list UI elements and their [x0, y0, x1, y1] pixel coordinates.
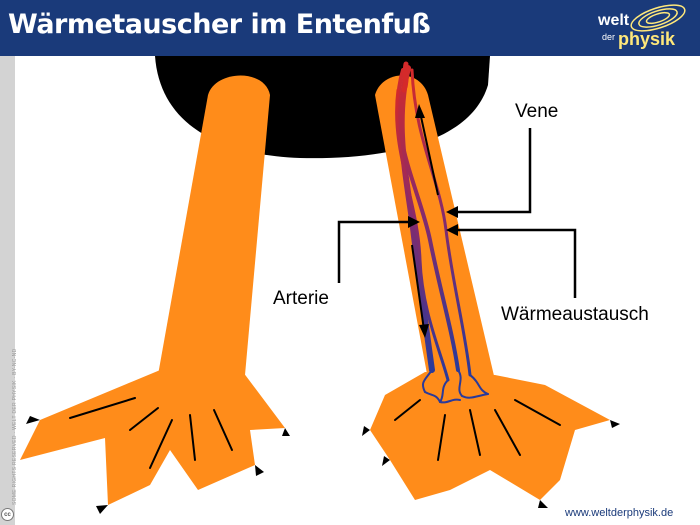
flow-arrow-up-head [415, 104, 425, 118]
copyright-notice: SOME RIGHTS RESERVED · WELT DER PHYSIK ·… [12, 348, 18, 505]
pointer-lines [337, 128, 577, 298]
right-foot [370, 372, 610, 500]
right-foot-webbing [394, 399, 561, 461]
logo-text-physik: physik [618, 29, 676, 49]
logo-swoosh-icon [630, 4, 686, 32]
left-claw-1 [26, 416, 40, 424]
logo-text-der: der [602, 32, 616, 42]
slide-title: Wärmetauscher im Entenfuß [8, 9, 431, 40]
arrowhead-exchange [446, 224, 458, 236]
arrowhead-arterie [408, 216, 420, 228]
pointer-exchange [456, 228, 577, 298]
license-sidebar [0, 56, 15, 525]
left-leg [158, 75, 270, 375]
left-claw-2 [96, 505, 108, 514]
pointer-vene [456, 128, 532, 214]
creative-commons-icon: cc [1, 508, 14, 521]
website-url[interactable]: www.weltderphysik.de [565, 507, 674, 519]
title-bar: Wärmetauscher im Entenfuß welt der physi… [0, 0, 700, 56]
left-foot [20, 368, 285, 505]
left-claw-4 [282, 428, 290, 436]
flow-arrow-down-head [419, 324, 429, 338]
right-claw-1 [362, 426, 370, 436]
label-vene: Vene [515, 101, 559, 122]
label-waermeaustausch: Wärmeaustausch [501, 304, 649, 325]
capillary-network [422, 369, 489, 404]
vessel-4 [395, 88, 450, 382]
vessel-2 [395, 68, 460, 372]
pointer-arterie [337, 220, 412, 283]
logo-text-welt: welt [598, 12, 630, 29]
label-arterie: Arterie [273, 288, 329, 309]
weltderphysik-logo: welt der physik [586, 2, 698, 54]
pointer-arrowheads [408, 206, 458, 236]
vessel-5 [401, 61, 409, 93]
right-claw-2 [382, 456, 390, 466]
left-foot-webbing [69, 397, 233, 469]
left-claw-3 [255, 465, 264, 476]
arrowhead-vene [446, 206, 458, 218]
right-claw-3 [538, 500, 548, 508]
flow-arrows [411, 104, 439, 338]
right-claw-4 [610, 420, 620, 428]
